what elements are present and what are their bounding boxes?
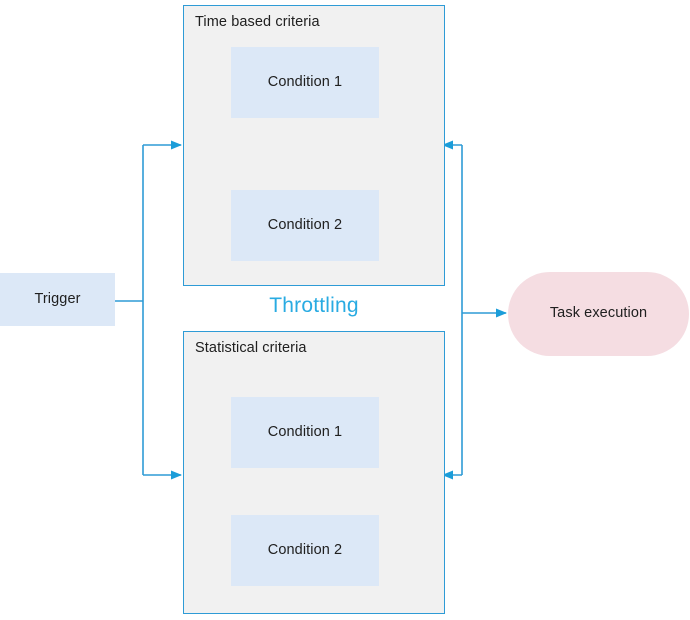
condition-node-time-1[interactable]: Condition 1	[231, 47, 379, 118]
task-execution-label: Task execution	[549, 305, 648, 322]
trigger-node[interactable]: Trigger	[0, 273, 115, 326]
throttling-caption: Throttling	[269, 294, 359, 317]
task-execution-node[interactable]: Task execution	[508, 272, 689, 356]
group-statistical-criteria-label: Statistical criteria	[195, 340, 307, 356]
condition-node-statistical-2-label: Condition 2	[267, 541, 343, 558]
condition-node-time-2[interactable]: Condition 2	[231, 190, 379, 261]
condition-node-time-2-label: Condition 2	[267, 216, 343, 233]
group-time-based-criteria-label: Time based criteria	[195, 14, 320, 30]
condition-node-statistical-1[interactable]: Condition 1	[231, 397, 379, 468]
condition-node-time-1-label: Condition 1	[267, 73, 343, 90]
trigger-label: Trigger	[34, 290, 81, 307]
condition-node-statistical-1-label: Condition 1	[267, 423, 343, 440]
condition-node-statistical-2[interactable]: Condition 2	[231, 515, 379, 586]
